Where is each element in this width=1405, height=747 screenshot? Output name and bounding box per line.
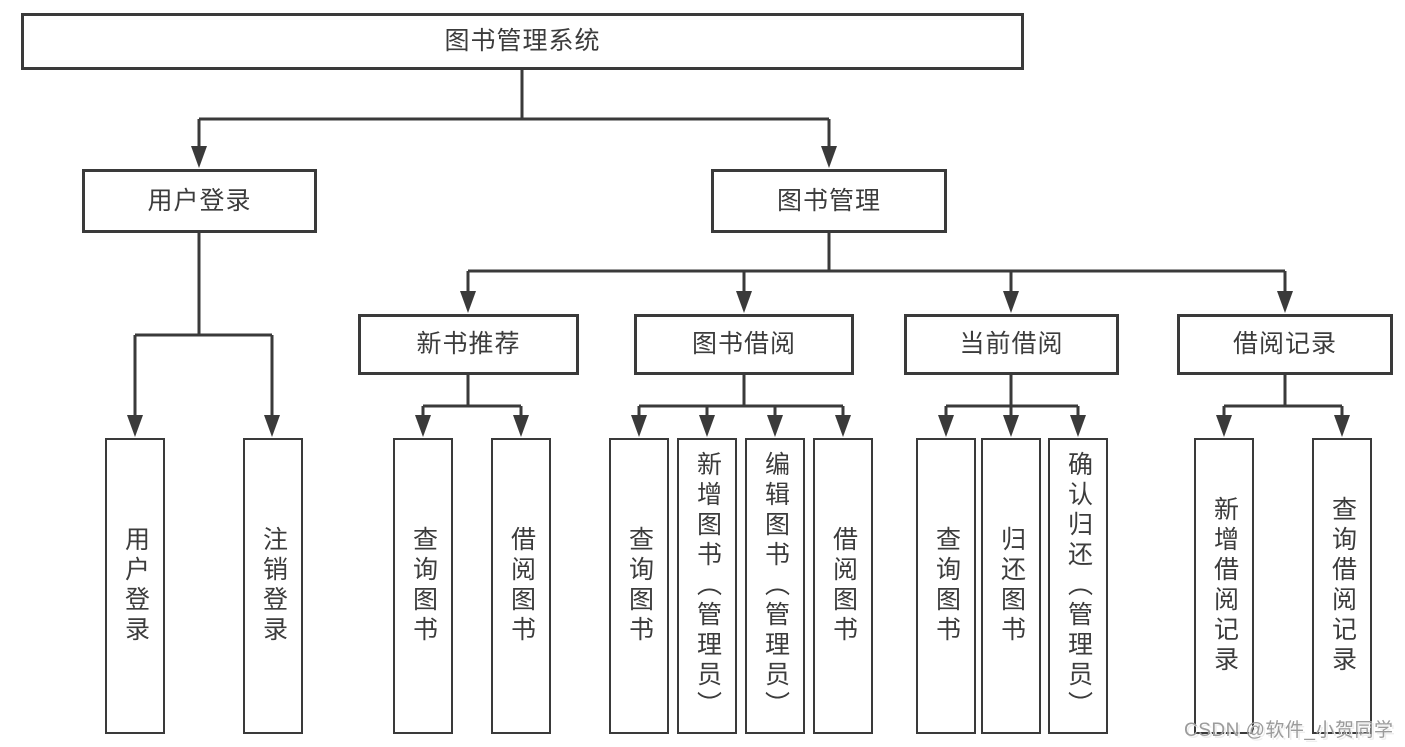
leaf-query-books-borrow: 查询图书 [609, 438, 669, 734]
arrow-down-icon [821, 146, 837, 168]
leaf-query-books-current: 查询图书 [916, 438, 976, 734]
node-label: 查询图书 [409, 526, 438, 646]
connector-book-management-children [466, 233, 1287, 292]
arrow-down-icon [513, 415, 529, 437]
node-label: 图书管理 [776, 186, 881, 215]
arrow-down-icon [460, 291, 476, 313]
node-label: 当前借阅 [959, 330, 1064, 358]
leaf-add-books-admin: 新增图书（管理员） [677, 438, 737, 734]
arrow-down-icon [736, 291, 752, 313]
node-label: 新增借阅记录 [1210, 496, 1239, 676]
node-label: 图书管理系统 [444, 27, 601, 55]
arrow-down-icon [1277, 291, 1293, 313]
node-label: 用户登录 [121, 526, 150, 646]
node-current-borrow: 当前借阅 [904, 314, 1119, 375]
connector-book-borrow-children [637, 375, 845, 416]
leaf-return-books: 归还图书 [981, 438, 1041, 734]
node-label: 查询图书 [625, 526, 654, 646]
node-label: 编辑图书（管理员） [761, 451, 790, 721]
connector-borrow-record-children [1222, 375, 1344, 416]
node-user-login: 用户登录 [82, 169, 317, 233]
leaf-user-login: 用户登录 [105, 438, 165, 734]
leaf-query-books-recommend: 查询图书 [393, 438, 453, 734]
arrow-down-icon [264, 415, 280, 437]
connector-new-book-children [421, 375, 523, 416]
connector-user-login-children [133, 233, 274, 416]
csdn-watermark: CSDN @软件_小贺同学 [1184, 720, 1394, 741]
connector-current-borrow-children [944, 375, 1080, 416]
node-label: 注销登录 [259, 526, 288, 646]
node-label: 用户登录 [147, 186, 252, 215]
leaf-query-borrow-record: 查询借阅记录 [1312, 438, 1372, 734]
node-book-borrow: 图书借阅 [634, 314, 854, 375]
leaf-borrow-books-recommend: 借阅图书 [491, 438, 551, 734]
connector-root-to-level2 [197, 70, 831, 147]
arrow-down-icon [1070, 415, 1086, 437]
node-root-library-system: 图书管理系统 [21, 13, 1024, 70]
leaf-add-borrow-record: 新增借阅记录 [1194, 438, 1254, 734]
arrow-down-icon [767, 415, 783, 437]
arrow-down-icon [938, 415, 954, 437]
node-label: 确认归还（管理员） [1064, 451, 1093, 721]
arrow-down-icon [1216, 415, 1232, 437]
leaf-edit-books-admin: 编辑图书（管理员） [745, 438, 805, 734]
leaf-borrow-books: 借阅图书 [813, 438, 873, 734]
arrow-down-icon [127, 415, 143, 437]
arrow-down-icon [835, 415, 851, 437]
arrow-down-icon [191, 146, 207, 168]
node-new-book-recommend: 新书推荐 [358, 314, 579, 375]
arrow-down-icon [699, 415, 715, 437]
arrow-down-icon [631, 415, 647, 437]
arrow-down-icon [415, 415, 431, 437]
arrow-down-icon [1003, 291, 1019, 313]
node-borrow-records: 借阅记录 [1177, 314, 1393, 375]
node-label: 图书借阅 [691, 330, 796, 358]
node-label: 查询图书 [932, 526, 961, 646]
node-label: 归还图书 [997, 526, 1026, 646]
node-label: 借阅图书 [829, 526, 858, 646]
node-label: 查询借阅记录 [1328, 496, 1357, 676]
arrow-down-icon [1334, 415, 1350, 437]
node-label: 新增图书（管理员） [693, 451, 722, 721]
node-label: 借阅记录 [1232, 330, 1337, 358]
node-label: 新书推荐 [416, 330, 521, 358]
node-label: 借阅图书 [507, 526, 536, 646]
leaf-confirm-return-admin: 确认归还（管理员） [1048, 438, 1108, 734]
node-book-management: 图书管理 [711, 169, 947, 233]
arrow-down-icon [1003, 415, 1019, 437]
leaf-logout-login: 注销登录 [243, 438, 303, 734]
